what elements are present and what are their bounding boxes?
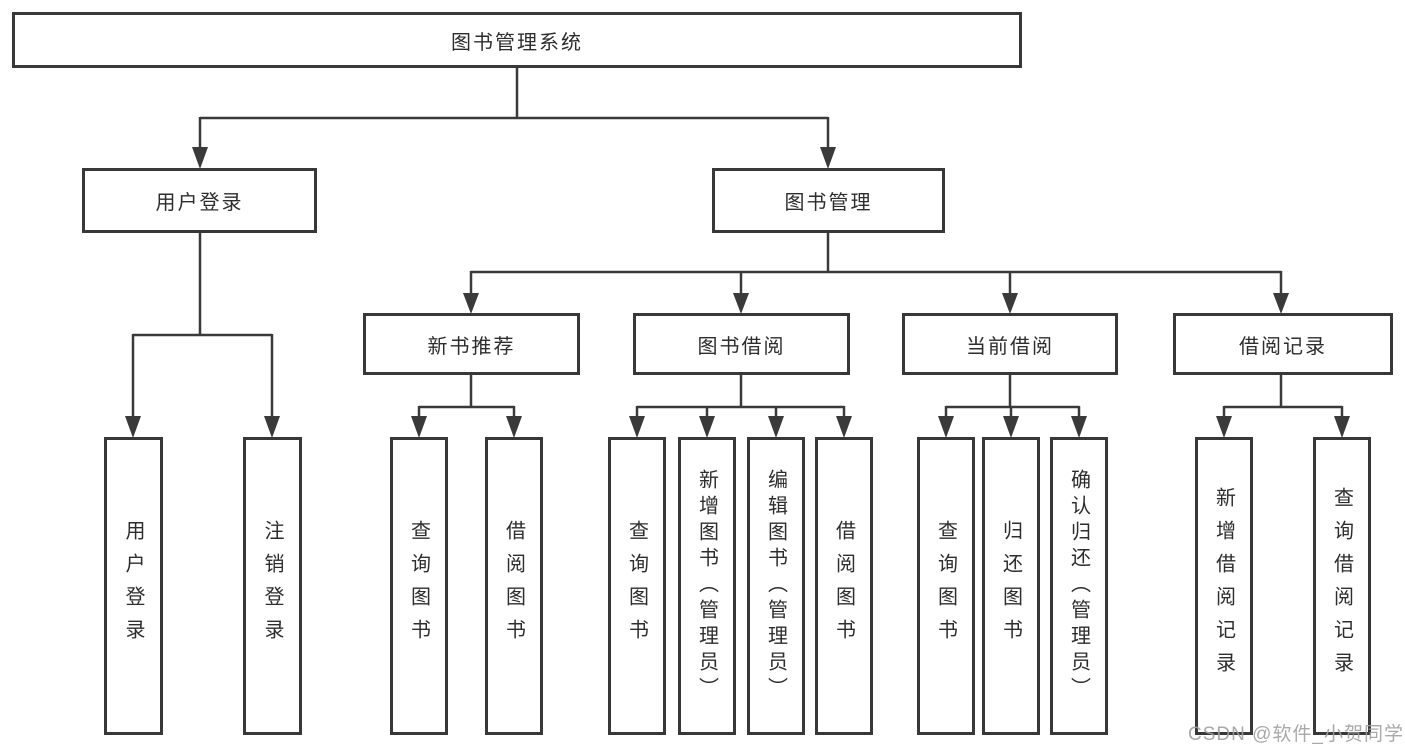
node-leaf-user-login-label: 用户登录 [122,520,144,652]
node-leaf-query-book-borrowing-label: 查询图书 [625,520,648,652]
node-leaf-borrow-book-borrowing-label: 借阅图书 [832,520,855,652]
node-leaf-add-book-admin-label: 新增图书（管理员） [695,469,718,703]
node-leaf-query-borrow-record-label: 查询借阅记录 [1330,487,1353,685]
node-leaf-user-login: 用户登录 [104,437,163,735]
node-leaf-query-borrow-record: 查询借阅记录 [1313,437,1371,735]
node-leaf-add-borrow-record-label: 新增借阅记录 [1212,487,1235,685]
node-leaf-confirm-return-admin-label: 确认归还（管理员） [1067,469,1090,703]
node-leaf-add-borrow-record: 新增借阅记录 [1195,437,1253,735]
node-book-borrowing: 图书借阅 [633,313,850,375]
node-leaf-edit-book-admin: 编辑图书（管理员） [747,437,805,735]
node-borrowing-records: 借阅记录 [1173,313,1393,375]
node-leaf-query-book-current: 查询图书 [917,437,975,735]
node-root-label: 图书管理系统 [451,31,583,54]
node-book-borrowing-label: 图书借阅 [697,335,786,358]
node-new-book-recommend-label: 新书推荐 [427,335,516,358]
node-leaf-logout-label: 注销登录 [261,520,283,652]
node-user-login-branch: 用户登录 [82,168,317,233]
node-book-management: 图书管理 [712,168,945,233]
node-leaf-confirm-return-admin: 确认归还（管理员） [1050,437,1108,735]
node-book-management-label: 图书管理 [784,192,873,214]
node-root: 图书管理系统 [12,12,1022,68]
node-leaf-return-book-label: 归还图书 [999,520,1022,652]
node-leaf-return-book: 归还图书 [982,437,1040,735]
node-current-borrowing-label: 当前借阅 [966,335,1054,358]
node-leaf-query-book-borrowing: 查询图书 [608,437,666,735]
node-user-login-branch-label: 用户登录 [155,192,244,214]
node-leaf-borrow-book-recommend-label: 借阅图书 [502,520,525,652]
node-leaf-query-book-recommend: 查询图书 [390,437,448,735]
node-leaf-edit-book-admin-label: 编辑图书（管理员） [764,469,787,703]
node-leaf-query-book-current-label: 查询图书 [934,520,957,652]
node-current-borrowing: 当前借阅 [902,313,1118,375]
csdn-watermark: CSDN @软件_小贺同学 [1188,724,1404,745]
node-leaf-query-book-recommend-label: 查询图书 [407,520,430,652]
node-leaf-borrow-book-borrowing: 借阅图书 [815,437,873,735]
node-leaf-add-book-admin: 新增图书（管理员） [678,437,736,735]
node-leaf-logout: 注销登录 [243,437,302,735]
node-new-book-recommend: 新书推荐 [363,313,580,375]
node-borrowing-records-label: 借阅记录 [1239,335,1327,358]
node-leaf-borrow-book-recommend: 借阅图书 [485,437,543,735]
